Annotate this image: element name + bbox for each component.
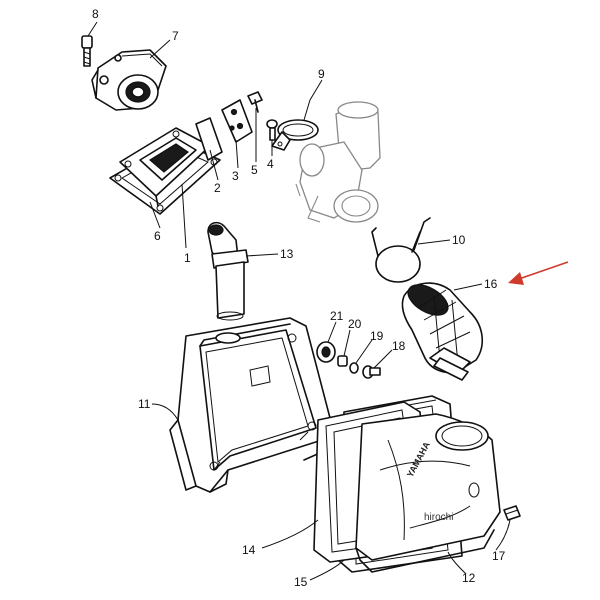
part-20-collar — [337, 355, 348, 367]
part-1-reed-block — [119, 127, 213, 207]
leader-lines — [87, 21, 511, 581]
part-19-washer — [349, 362, 359, 374]
callout-7: 7 — [172, 29, 179, 43]
watermark: hirochi — [424, 512, 453, 523]
part-18-screw — [362, 365, 381, 379]
part-4-screw — [266, 119, 278, 141]
carburetor-reference — [295, 101, 381, 223]
highlight-arrow — [508, 261, 569, 285]
callout-15: 15 — [294, 575, 308, 589]
part-2-reed-petal — [195, 117, 223, 161]
callout-13: 13 — [280, 247, 294, 261]
part-17-screw — [503, 505, 521, 521]
part-8-bolt — [81, 35, 93, 67]
part-7-intake-manifold — [91, 49, 167, 111]
part-5-screw — [247, 91, 263, 113]
part-9-hose-clamp — [271, 119, 319, 151]
callout-18: 18 — [392, 339, 406, 353]
part-10-spring-clip — [371, 217, 431, 283]
callout-19: 19 — [370, 329, 384, 343]
part-3-reed-stopper — [221, 99, 253, 143]
callout-12: 12 — [462, 571, 476, 585]
callout-5: 5 — [251, 163, 258, 177]
callout-17: 17 — [492, 549, 506, 563]
callout-4: 4 — [267, 157, 274, 171]
callout-6: 6 — [154, 229, 161, 243]
callout-10: 10 — [452, 233, 466, 247]
callout-2: 2 — [214, 181, 221, 195]
callout-20: 20 — [348, 317, 362, 331]
part-12-filter-cover: YAMAHA hirochi — [355, 413, 501, 573]
part-21-grommet — [316, 341, 336, 363]
part-13-elbow-tube — [207, 221, 249, 321]
callout-9: 9 — [318, 67, 325, 81]
callout-1: 1 — [184, 251, 191, 265]
part-11-filter-case — [169, 317, 331, 493]
part-16-intake-duct — [401, 282, 483, 381]
callout-14: 14 — [242, 543, 256, 557]
callout-16: 16 — [484, 277, 498, 291]
callout-21: 21 — [330, 309, 344, 323]
callout-labels: 8 7 9 2 3 5 4 6 1 13 10 16 21 20 19 18 1… — [92, 7, 506, 589]
callout-3: 3 — [232, 169, 239, 183]
callout-11: 11 — [138, 397, 151, 411]
callout-8: 8 — [92, 7, 99, 21]
